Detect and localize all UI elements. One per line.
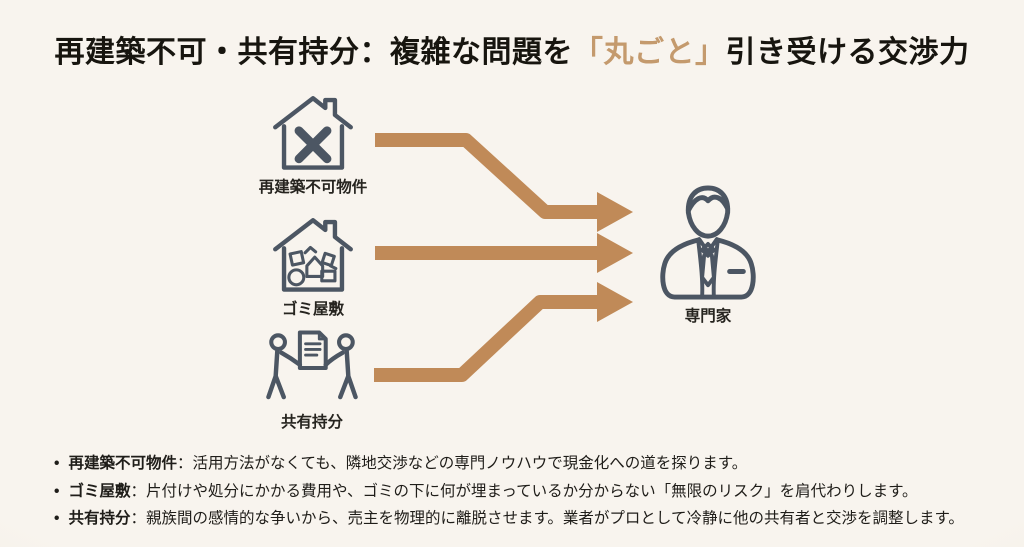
source-non-rebuildable: 再建築不可物件 [238,93,388,197]
bullet-marker: • [54,510,60,527]
expert-icon [660,185,756,300]
source-label-hoarder-house: ゴミ屋敷 [281,301,344,318]
notes-list: • 再建築不可物件：活用方法がなくても、隣地交渉などの専門ノウハウで現金化への道を… [54,450,964,533]
bullet-marker: • [54,455,60,472]
hoarder-house-icon [273,218,353,292]
note-description: ：親族間の感情的な争いから、売主を物理的に離脱させます。業者がプロとして冷静に他… [130,510,964,527]
arrow-bottom [374,282,633,382]
arrow-top [375,133,633,232]
source-label-shared-ownership: 共有持分 [280,414,343,431]
target-label-expert: 専門家 [684,308,732,325]
note-term: 共有持分 [68,510,131,527]
title-highlight: 「丸ごと」 [573,36,726,69]
arrow-middle [375,233,633,273]
bullet-marker: • [54,482,60,500]
house-x-icon [273,96,353,170]
note-item-non-rebuildable: • 再建築不可物件：活用方法がなくても、隣地交渉などの専門ノウハウで現金化への道を… [54,450,964,478]
source-shared-ownership: 共有持分 [236,329,388,432]
note-term: 再建築不可物件 [68,455,177,472]
note-description: ：片付けや処分にかかる費用や、ゴミの下に何が埋まっているか分からない「無限のリス… [130,482,918,500]
title-suffix: 引き受ける交渉力 [725,36,970,69]
source-hoarder-house: ゴミ屋敷 [238,215,388,319]
shared-ownership-icon [266,330,358,400]
title-prefix: 再建築不可・共有持分：複雑な問題を [54,36,573,69]
note-term: ゴミ屋敷 [68,482,131,500]
source-label-non-rebuildable: 再建築不可物件 [258,179,368,196]
note-item-shared-ownership: • 共有持分：親族間の感情的な争いから、売主を物理的に離脱させます。業者がプロとし… [54,505,964,533]
page-title: 再建築不可・共有持分：複雑な問題を「丸ごと」引き受ける交渉力 [0,27,1024,71]
target-expert: 専門家 [630,185,786,326]
note-item-hoarder-house: • ゴミ屋敷：片付けや処分にかかる費用や、ゴミの下に何が埋まっているか分からない「… [54,478,964,506]
note-description: ：活用方法がなくても、隣地交渉などの専門ノウハウで現金化への道を探ります。 [176,455,748,472]
